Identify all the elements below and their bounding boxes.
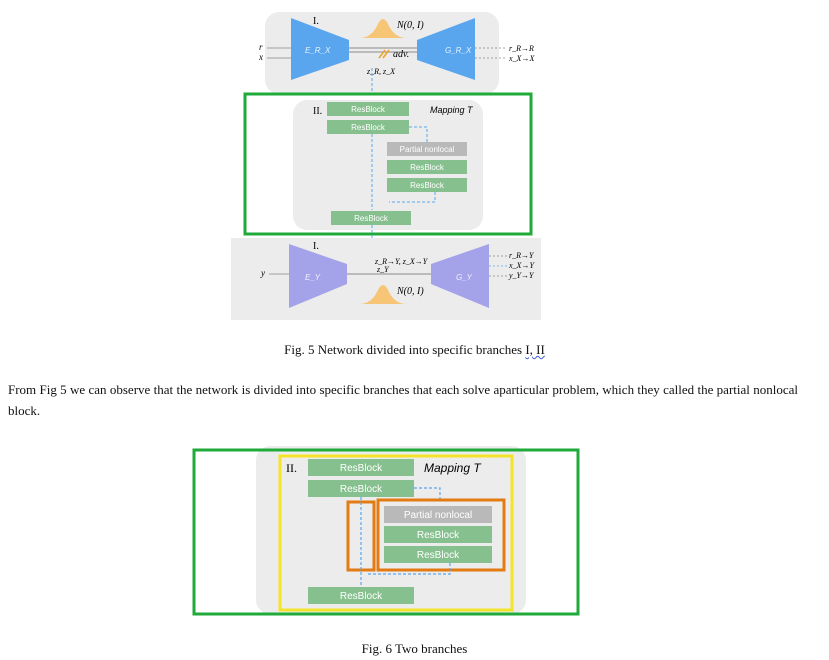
partial-nonlocal-block [384, 506, 492, 523]
generator-top [417, 18, 475, 80]
partial-nonlocal-block [387, 142, 467, 156]
body-paragraph: From Fig 5 we can observe that the netwo… [8, 382, 798, 418]
adv-mark [378, 49, 390, 59]
adv-label: adv. [393, 49, 409, 60]
resblock-mid-2 [384, 546, 492, 563]
resblock-mid-1-label: ResBlock [417, 530, 460, 541]
input-r: r [259, 42, 263, 52]
stage-1-label: I. [313, 16, 319, 27]
input-x: x [258, 52, 263, 62]
resblock-bottom [308, 587, 414, 604]
resblock-mid-2-label: ResBlock [417, 550, 460, 561]
stage-2-label: II. [313, 106, 322, 117]
mapping-label: Mapping T [430, 105, 474, 115]
resblock-1-label: ResBlock [351, 105, 386, 114]
resblock-2-label: ResBlock [351, 123, 386, 132]
resblock-4-label: ResBlock [410, 181, 445, 190]
output-top-1: r_R→R [509, 44, 534, 53]
mapping-green-frame [243, 92, 533, 236]
output-bottom-1: r_R→Y [509, 251, 535, 260]
resblock-5 [331, 211, 411, 225]
yellow-frame [278, 454, 514, 612]
gaussian-label-top: N(0, I) [396, 20, 424, 31]
orange-frame-nonlocal [376, 498, 506, 572]
resblock-3 [387, 160, 467, 174]
resblock-mid-1 [384, 526, 492, 543]
generator-bottom [431, 244, 489, 308]
resblock-top-1 [308, 459, 414, 476]
input-y: y [260, 268, 265, 278]
resblock-3-label: ResBlock [410, 163, 445, 172]
encoder-top-label: E_R_X [305, 46, 331, 55]
resblock-bottom-label: ResBlock [340, 591, 383, 602]
gaussian-label-bottom: N(0, I) [396, 286, 424, 297]
generator-top-label: G_R_X [445, 46, 472, 55]
stage-3-label: I. [313, 241, 319, 252]
resblock-top-2-label: ResBlock [340, 484, 383, 495]
resblock-1 [327, 102, 409, 116]
figure-5-caption-text: Fig. 5 Network divided into specific bra… [284, 342, 526, 357]
latent-bottom-label-2: z_Y [376, 265, 390, 274]
partial-nonlocal-label: Partial nonlocal [400, 145, 455, 154]
gaussian-curve-bottom [359, 285, 407, 304]
figure-5: I. N(0, I) E_R_X G_R_X adv. z_R, z_X r x… [231, 12, 541, 320]
figure-5-caption: Fig. 5 Network divided into specific bra… [0, 342, 829, 358]
partial-nonlocal-label: Partial nonlocal [404, 510, 472, 521]
stage-label: II. [286, 461, 297, 475]
resblock-5-label: ResBlock [354, 214, 389, 223]
figure-6: II. ResBlock Mapping T ResBlock Partial … [192, 446, 580, 616]
resblock-2 [327, 120, 409, 134]
encoder-bottom-label: E_Y [305, 273, 321, 282]
resblock-4 [387, 178, 467, 192]
resblock-top-2 [308, 480, 414, 497]
figure-5-caption-tail: I, II [525, 342, 545, 357]
latent-bottom-label-1: z_R→Y, z_X→Y [374, 257, 429, 266]
encoder-bottom [289, 244, 347, 308]
mapping-label: Mapping T [424, 461, 482, 475]
generator-bottom-label: G_Y [456, 273, 473, 282]
output-top-2: x_X→X [508, 54, 535, 63]
figure-6-caption: Fig. 6 Two branches [361, 641, 468, 656]
gaussian-curve-top [359, 19, 407, 38]
resblock-top-1-label: ResBlock [340, 463, 383, 474]
green-frame [192, 448, 580, 616]
stage-3-panel [231, 238, 541, 320]
latent-top-label: z_R, z_X [366, 67, 396, 76]
encoder-top [291, 18, 349, 80]
output-bottom-3: y_Y→Y [508, 271, 535, 280]
output-bottom-2: x_X→Y [508, 261, 535, 270]
